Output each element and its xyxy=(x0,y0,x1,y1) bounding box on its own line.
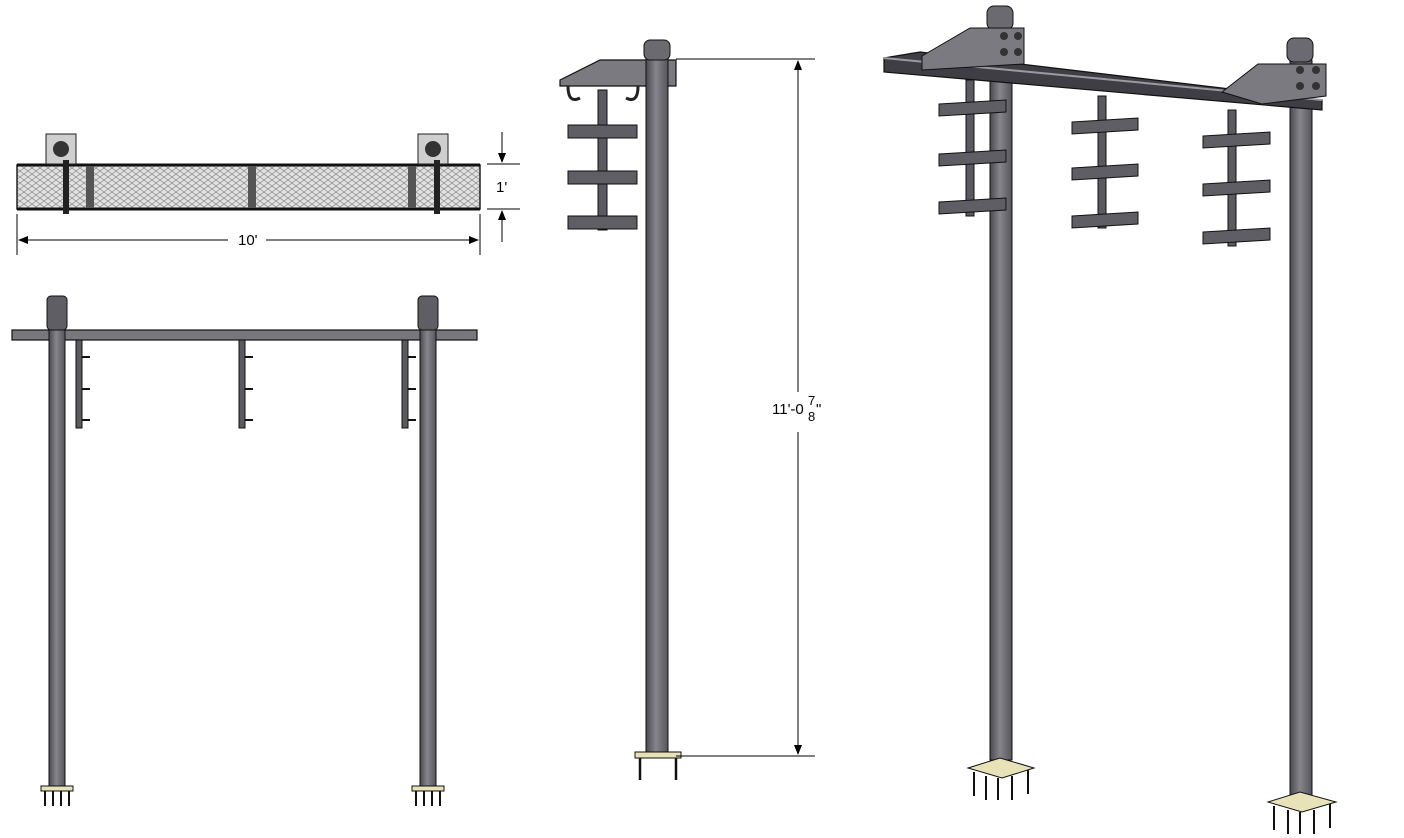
side-view: 11'-0 7 8 " xyxy=(559,39,821,780)
length-dimension: 10' xyxy=(16,214,481,255)
base-right-front xyxy=(411,785,445,806)
bracket-left-iso xyxy=(921,27,1025,71)
length-label: 10' xyxy=(238,232,258,249)
height-fraction-numerator: 7 xyxy=(808,393,815,408)
front-view xyxy=(11,295,478,806)
pole-side xyxy=(645,54,669,756)
width-label: 1' xyxy=(496,179,507,196)
width-dimension: 1' xyxy=(487,132,520,242)
top-view: 1' 10' xyxy=(16,132,520,255)
hanger-mid-front xyxy=(238,339,253,429)
height-fraction-denominator: 8 xyxy=(808,409,815,424)
height-label: 11'-0 xyxy=(772,401,804,418)
pole-left-front xyxy=(48,299,66,791)
hanger-mid-iso xyxy=(1071,95,1139,229)
pole-right-front xyxy=(419,299,437,791)
isometric-view xyxy=(883,5,1338,834)
pole-left-iso xyxy=(989,59,1013,761)
hanger-column-side xyxy=(597,89,608,231)
hanger-left-front xyxy=(75,339,90,429)
pole-cap-right-plan xyxy=(417,133,449,165)
pole-right-iso xyxy=(1289,59,1313,801)
base-left-iso xyxy=(966,757,1036,800)
base-side xyxy=(634,751,682,780)
base-right-iso xyxy=(1266,791,1338,834)
crossbar-front xyxy=(11,329,478,341)
hanger-right-iso xyxy=(1202,109,1271,247)
hanger-left-iso xyxy=(938,79,1007,217)
hanger-right-front xyxy=(401,339,416,429)
crossbar-iso xyxy=(883,51,1323,111)
pole-cap-left-plan xyxy=(45,133,77,165)
base-left-front xyxy=(40,785,74,806)
height-dimension: 11'-0 7 8 " xyxy=(676,58,821,757)
height-inch-mark: " xyxy=(816,401,821,418)
